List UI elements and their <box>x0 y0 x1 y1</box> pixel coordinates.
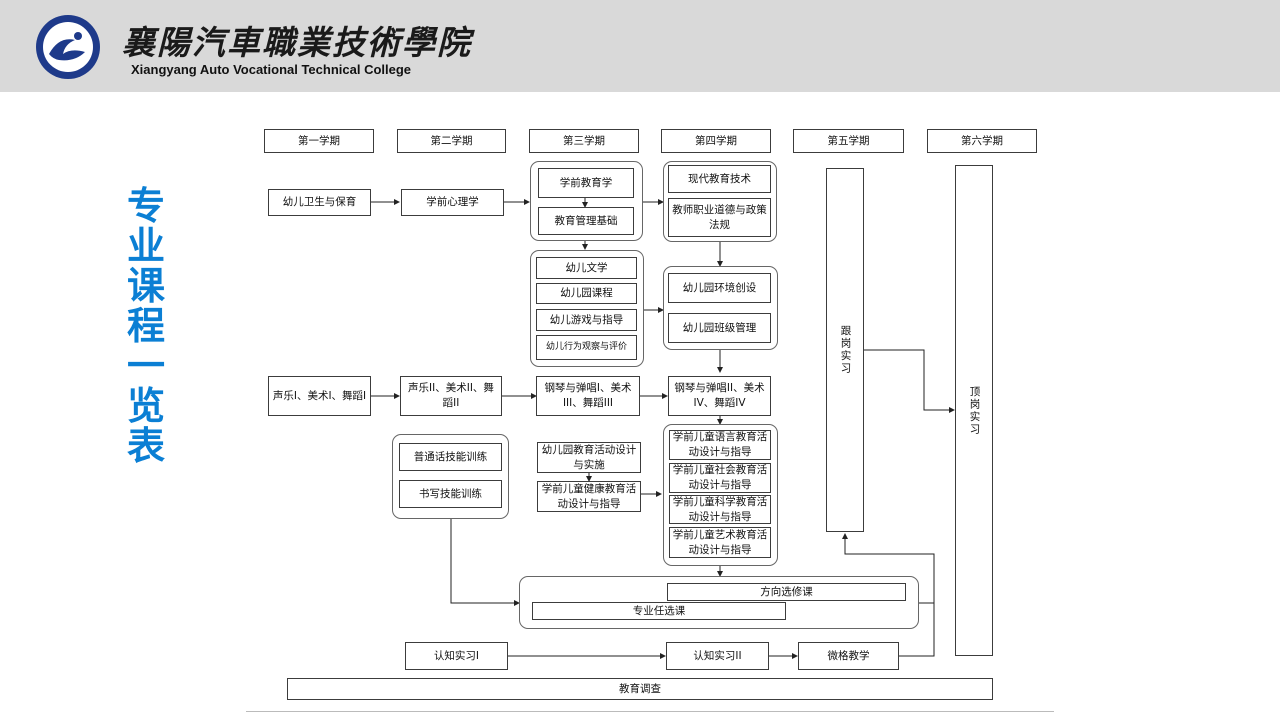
college-name-cn: 襄陽汽車職業技術學院 <box>122 23 472 62</box>
course-huanjing-chuangshe: 幼儿园环境创设 <box>668 273 771 303</box>
semester-5-header: 第五学期 <box>793 129 904 153</box>
course-kexue: 学前儿童科学教育活动设计与指导 <box>669 495 771 524</box>
semester-6-header: 第六学期 <box>927 129 1037 153</box>
course-xueqian-jiaoyu: 学前教育学 <box>538 168 634 198</box>
group-skills <box>392 434 509 519</box>
course-music-3: 钢琴与弹唱I、美术III、舞蹈III <box>536 376 640 416</box>
course-banji-guanli: 幼儿园班级管理 <box>668 313 771 343</box>
group-sem4-foundation <box>663 161 777 242</box>
connector <box>864 349 955 413</box>
course-renzhi-2: 认知实习II <box>666 642 769 670</box>
course-jiankang: 学前儿童健康教育活动设计与指导 <box>537 481 641 512</box>
course-music-2: 声乐II、美术II、舞蹈II <box>400 376 502 416</box>
course-fangxiang-xuanxiu: 方向选修课 <box>667 583 906 601</box>
college-logo-icon <box>36 15 100 79</box>
course-xueqian-xinli: 学前心理学 <box>401 189 504 216</box>
course-jiaoyu-guanli: 教育管理基础 <box>538 207 634 235</box>
title-char: 表 <box>126 424 165 468</box>
group-sem4-kindergarten <box>663 266 778 350</box>
title-char: 专 <box>126 184 165 228</box>
course-youer-youxi: 幼儿游戏与指导 <box>536 309 637 331</box>
footer-divider <box>246 711 1054 712</box>
course-shehui: 学前儿童社会教育活动设计与指导 <box>669 463 771 493</box>
gen-gang-label: 跟岗实习 <box>839 325 852 375</box>
course-huodong-sheji: 幼儿园教育活动设计与实施 <box>537 442 641 473</box>
semester-3-header: 第三学期 <box>529 129 639 153</box>
course-youer-wenxue: 幼儿文学 <box>536 257 637 279</box>
header-bar: 襄陽汽車職業技術學院 Xiangyang Auto Vocational Tec… <box>0 0 1280 92</box>
group-activity-design <box>663 424 778 566</box>
course-weige: 微格教学 <box>798 642 899 670</box>
page-title: 专 业 课 程 一 览 表 <box>122 186 170 466</box>
course-shuxie: 书写技能训练 <box>399 480 502 508</box>
semester-4-header: 第四学期 <box>661 129 771 153</box>
connector <box>842 533 935 604</box>
title-char: 业 <box>126 224 165 268</box>
title-char: 程 <box>126 304 165 348</box>
course-youeryuan-kecheng: 幼儿园课程 <box>536 283 637 304</box>
course-jiaoyu-diaocha: 教育调查 <box>287 678 993 700</box>
college-name-en: Xiangyang Auto Vocational Technical Coll… <box>131 62 412 77</box>
course-zhuanye-renxuan: 专业任选课 <box>532 602 786 620</box>
ding-gang-label: 顶岗实习 <box>968 385 981 436</box>
course-youer-weisheng: 幼儿卫生与保育 <box>268 189 371 216</box>
semester-2-header: 第二学期 <box>397 129 506 153</box>
course-gen-gang: 跟岗实习 <box>826 168 864 532</box>
connector <box>450 519 520 606</box>
course-yuyan: 学前儿童语言教育活动设计与指导 <box>669 430 771 460</box>
course-xiandai-jishu: 现代教育技术 <box>668 165 771 193</box>
connector <box>899 603 935 657</box>
course-putonghua: 普通话技能训练 <box>399 443 502 471</box>
course-music-1: 声乐I、美术I、舞蹈I <box>268 376 371 416</box>
course-renzhi-1: 认知实习I <box>405 642 508 670</box>
course-youer-xingwei: 幼儿行为观察与评价 <box>536 335 637 360</box>
course-ding-gang: 顶岗实习 <box>955 165 993 656</box>
group-sem3-kindergarten <box>530 250 644 367</box>
course-music-4: 钢琴与弹唱II、美术IV、舞蹈IV <box>668 376 771 416</box>
title-char: 览 <box>126 384 165 428</box>
semester-1-header: 第一学期 <box>264 129 374 153</box>
title-char: 一 <box>126 344 165 388</box>
group-sem3-foundation <box>530 161 643 241</box>
title-char: 课 <box>126 264 165 308</box>
course-yishu: 学前儿童艺术教育活动设计与指导 <box>669 527 771 558</box>
group-electives <box>519 576 919 629</box>
course-jiaoshi-daode: 教师职业道德与政策法规 <box>668 198 771 237</box>
